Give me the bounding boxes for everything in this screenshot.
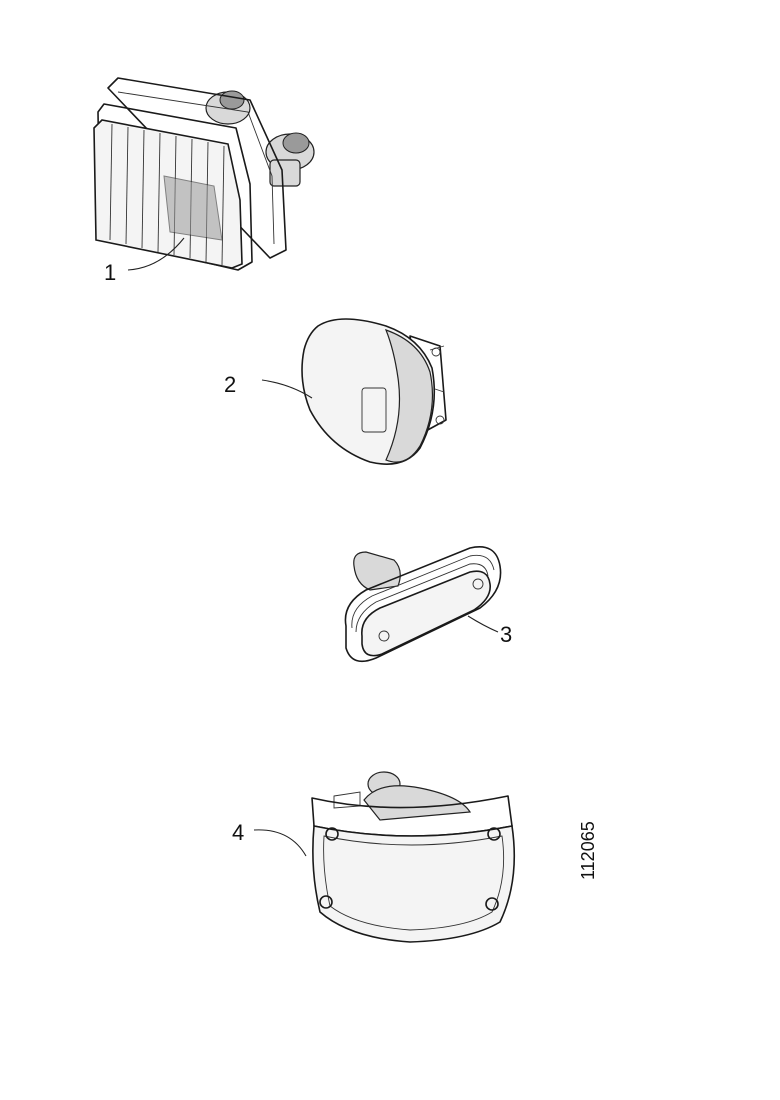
callout-1: 1 — [104, 260, 116, 285]
leader-line-3 — [467, 615, 499, 633]
callout-3: 3 — [500, 622, 512, 647]
indicator-lamp-icon — [311, 771, 516, 943]
leader-line-2 — [261, 379, 313, 399]
figure-number: 112065 — [578, 821, 598, 880]
callout-4: 4 — [232, 820, 244, 845]
marker-lamp-icon — [301, 318, 447, 465]
headlamp-icon — [93, 77, 315, 271]
leader-line-4 — [253, 829, 307, 857]
side-repeater-lamp-icon — [344, 546, 502, 663]
callout-2: 2 — [224, 372, 236, 397]
leader-line-1 — [127, 237, 185, 271]
